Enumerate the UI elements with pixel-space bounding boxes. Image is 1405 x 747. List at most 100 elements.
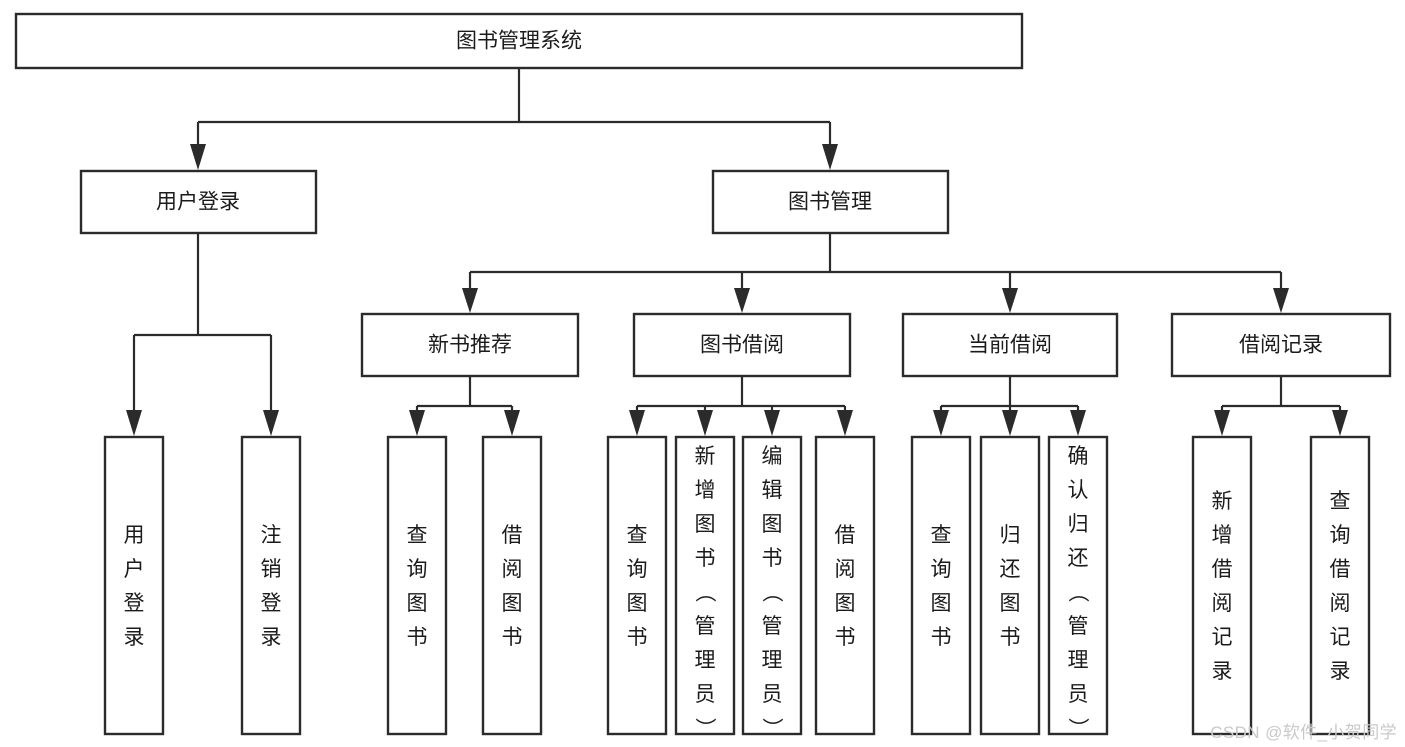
leaf-node[interactable] <box>741 435 803 736</box>
leaf-box-10[interactable] <box>1047 435 1109 736</box>
leaf-box-4[interactable] <box>606 435 668 736</box>
svg-text:书: 书 <box>931 626 952 649</box>
svg-text:（: （ <box>760 582 783 603</box>
svg-text:图: 图 <box>835 592 856 615</box>
svg-text:询: 询 <box>931 558 952 581</box>
leaf-node[interactable] <box>103 435 165 736</box>
leaf-box-7[interactable] <box>814 435 876 736</box>
leaf-node[interactable] <box>674 435 736 736</box>
svg-text:录: 录 <box>261 626 282 649</box>
leaf-box-12[interactable] <box>1309 435 1371 736</box>
leaf-node[interactable] <box>814 435 876 736</box>
leaf-node[interactable] <box>1047 435 1109 736</box>
svg-text:录: 录 <box>1212 660 1233 683</box>
leaf-node[interactable] <box>979 435 1041 736</box>
leaf-node[interactable] <box>481 435 543 736</box>
svg-text:管: 管 <box>762 615 783 638</box>
arrow-current-l2 <box>1002 410 1018 436</box>
node-borrow-record-box[interactable] <box>1170 312 1392 378</box>
node-user-login[interactable]: 用户登录 <box>79 169 318 235</box>
svg-text:借: 借 <box>502 524 523 547</box>
svg-text:注: 注 <box>261 524 282 547</box>
svg-text:户: 户 <box>124 558 145 581</box>
arrow-current-l1 <box>933 410 949 436</box>
arrow-borrow-l1 <box>629 410 645 436</box>
svg-text:登: 登 <box>124 592 145 615</box>
node-book-borrow-box[interactable] <box>632 312 852 378</box>
leaf-box-2[interactable] <box>386 435 448 736</box>
leaf-node[interactable] <box>910 435 972 736</box>
leaf-node[interactable] <box>1191 435 1253 736</box>
node-current-borrow[interactable]: 当前借阅 <box>901 312 1119 378</box>
svg-text:书: 书 <box>502 626 523 649</box>
node-current-borrow-box[interactable] <box>901 312 1119 378</box>
leaf-box-8[interactable] <box>910 435 972 736</box>
svg-text:书: 书 <box>695 547 716 570</box>
leaf-box-11[interactable] <box>1191 435 1253 736</box>
node-current-borrow-label: 当前借阅 <box>968 334 1052 357</box>
svg-text:图: 图 <box>762 513 783 536</box>
node-book-borrow-label: 图书借阅 <box>700 334 784 357</box>
svg-text:管: 管 <box>1068 615 1089 638</box>
arrow-user-leaf1 <box>126 410 142 436</box>
node-book-borrow[interactable]: 图书借阅 <box>632 312 852 378</box>
svg-text:新: 新 <box>1212 490 1233 513</box>
svg-text:查: 查 <box>931 524 952 547</box>
svg-text:图: 图 <box>695 513 716 536</box>
connector-group-new-book <box>409 376 520 436</box>
node-new-book-recommend[interactable]: 新书推荐 <box>360 312 580 378</box>
svg-text:）: ） <box>693 718 716 739</box>
node-root-box[interactable] <box>14 12 1024 70</box>
svg-text:理: 理 <box>762 649 783 672</box>
node-borrow-record-label: 借阅记录 <box>1239 334 1323 357</box>
leaf-node[interactable] <box>386 435 448 736</box>
arrow-book-c1 <box>462 288 478 313</box>
svg-text:阅: 阅 <box>1212 592 1233 615</box>
svg-text:（: （ <box>1066 582 1089 603</box>
svg-text:认: 认 <box>1068 479 1089 502</box>
svg-text:图: 图 <box>407 592 428 615</box>
svg-text:图: 图 <box>502 592 523 615</box>
svg-text:图: 图 <box>627 592 648 615</box>
node-new-book-recommend-box[interactable] <box>360 312 580 378</box>
leaf-box-3[interactable] <box>481 435 543 736</box>
svg-text:增: 增 <box>695 479 716 502</box>
node-root[interactable]: 图书管理系统 <box>14 12 1024 70</box>
svg-text:查: 查 <box>627 524 648 547</box>
leaf-node[interactable] <box>1309 435 1371 736</box>
leaf-label-0: 用户登录 <box>124 524 145 649</box>
svg-text:员: 员 <box>762 683 783 706</box>
node-book-management-box[interactable] <box>711 169 950 235</box>
svg-text:图: 图 <box>931 592 952 615</box>
leaf-node[interactable] <box>606 435 668 736</box>
leaf-box-6[interactable] <box>741 435 803 736</box>
svg-text:辑: 辑 <box>762 479 783 502</box>
arrow-book-c2 <box>734 288 750 313</box>
svg-text:书: 书 <box>835 626 856 649</box>
leaf-box-0[interactable] <box>103 435 165 736</box>
svg-text:询: 询 <box>1330 524 1351 547</box>
connector-group-user-login <box>126 233 279 436</box>
node-book-management[interactable]: 图书管理 <box>711 169 950 235</box>
svg-text:理: 理 <box>1068 649 1089 672</box>
node-borrow-record[interactable]: 借阅记录 <box>1170 312 1392 378</box>
leaf-node[interactable] <box>240 435 302 736</box>
leaf-box-5[interactable] <box>674 435 736 736</box>
connector-group-current-borrow <box>933 376 1086 436</box>
svg-text:询: 询 <box>407 558 428 581</box>
connector-group-borrow-book <box>629 376 853 436</box>
node-user-login-box[interactable] <box>79 169 318 235</box>
leaf-box-9[interactable] <box>979 435 1041 736</box>
leaf-box-1[interactable] <box>240 435 302 736</box>
